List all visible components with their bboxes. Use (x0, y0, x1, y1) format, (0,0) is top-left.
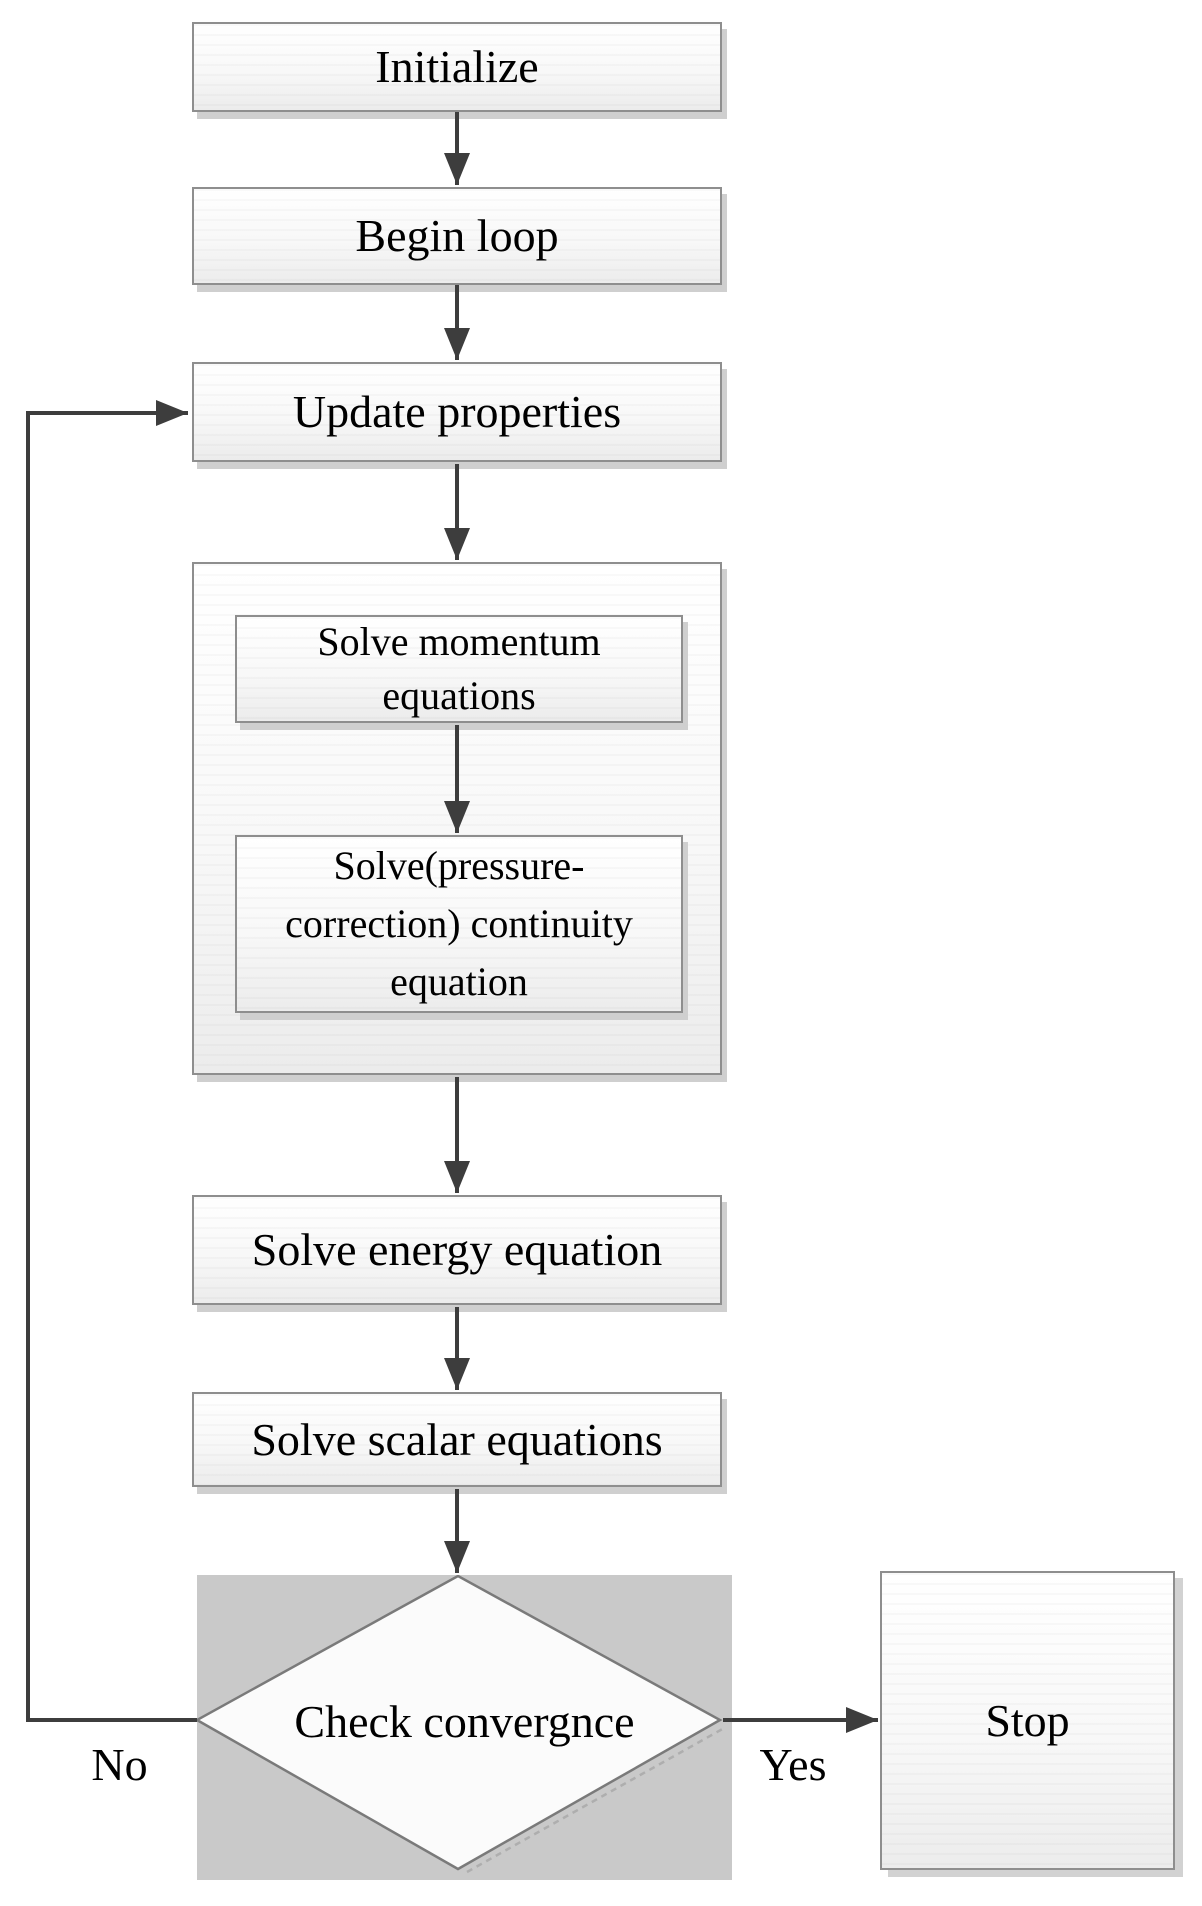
edge-label-no: No (91, 1739, 148, 1790)
node-begin-loop-label: Begin loop (355, 210, 559, 262)
diamond-shadow-edge (466, 1725, 727, 1874)
node-solve-energy: Solve energy equation (192, 1195, 722, 1305)
node-solve-momentum-label: Solve momentum equations (317, 619, 601, 718)
decision-diamond-shape (197, 1575, 727, 1874)
node-solve-pressure-continuity: Solve(pressure- correction) continuity e… (235, 835, 683, 1013)
node-begin-loop: Begin loop (192, 187, 722, 285)
node-update-properties-label: Update properties (292, 386, 622, 438)
node-check-convergence: Check convergnce (197, 1575, 732, 1867)
node-solve-pressure-continuity-label: Solve(pressure- correction) continuity e… (285, 843, 633, 1004)
arrow-no-decision-to-update-properties (26, 400, 197, 1722)
node-solve-scalar: Solve scalar equations (192, 1392, 722, 1487)
node-update-properties: Update properties (192, 362, 722, 462)
node-solve-momentum: Solve momentum equations (235, 615, 683, 723)
decision-panel (197, 1575, 732, 1880)
edge-label-yes: Yes (759, 1739, 827, 1790)
node-solve-scalar-label: Solve scalar equations (251, 1413, 663, 1465)
node-stop-label: Stop (985, 1694, 1070, 1746)
node-check-convergence-label: Check convergnce (294, 1695, 635, 1747)
node-initialize: Initialize (192, 22, 722, 112)
decision-diamond (197, 1575, 723, 1871)
node-stop: Stop (880, 1571, 1175, 1870)
node-initialize-label: Initialize (375, 41, 539, 93)
node-solve-energy-label: Solve energy equation (251, 1224, 663, 1276)
